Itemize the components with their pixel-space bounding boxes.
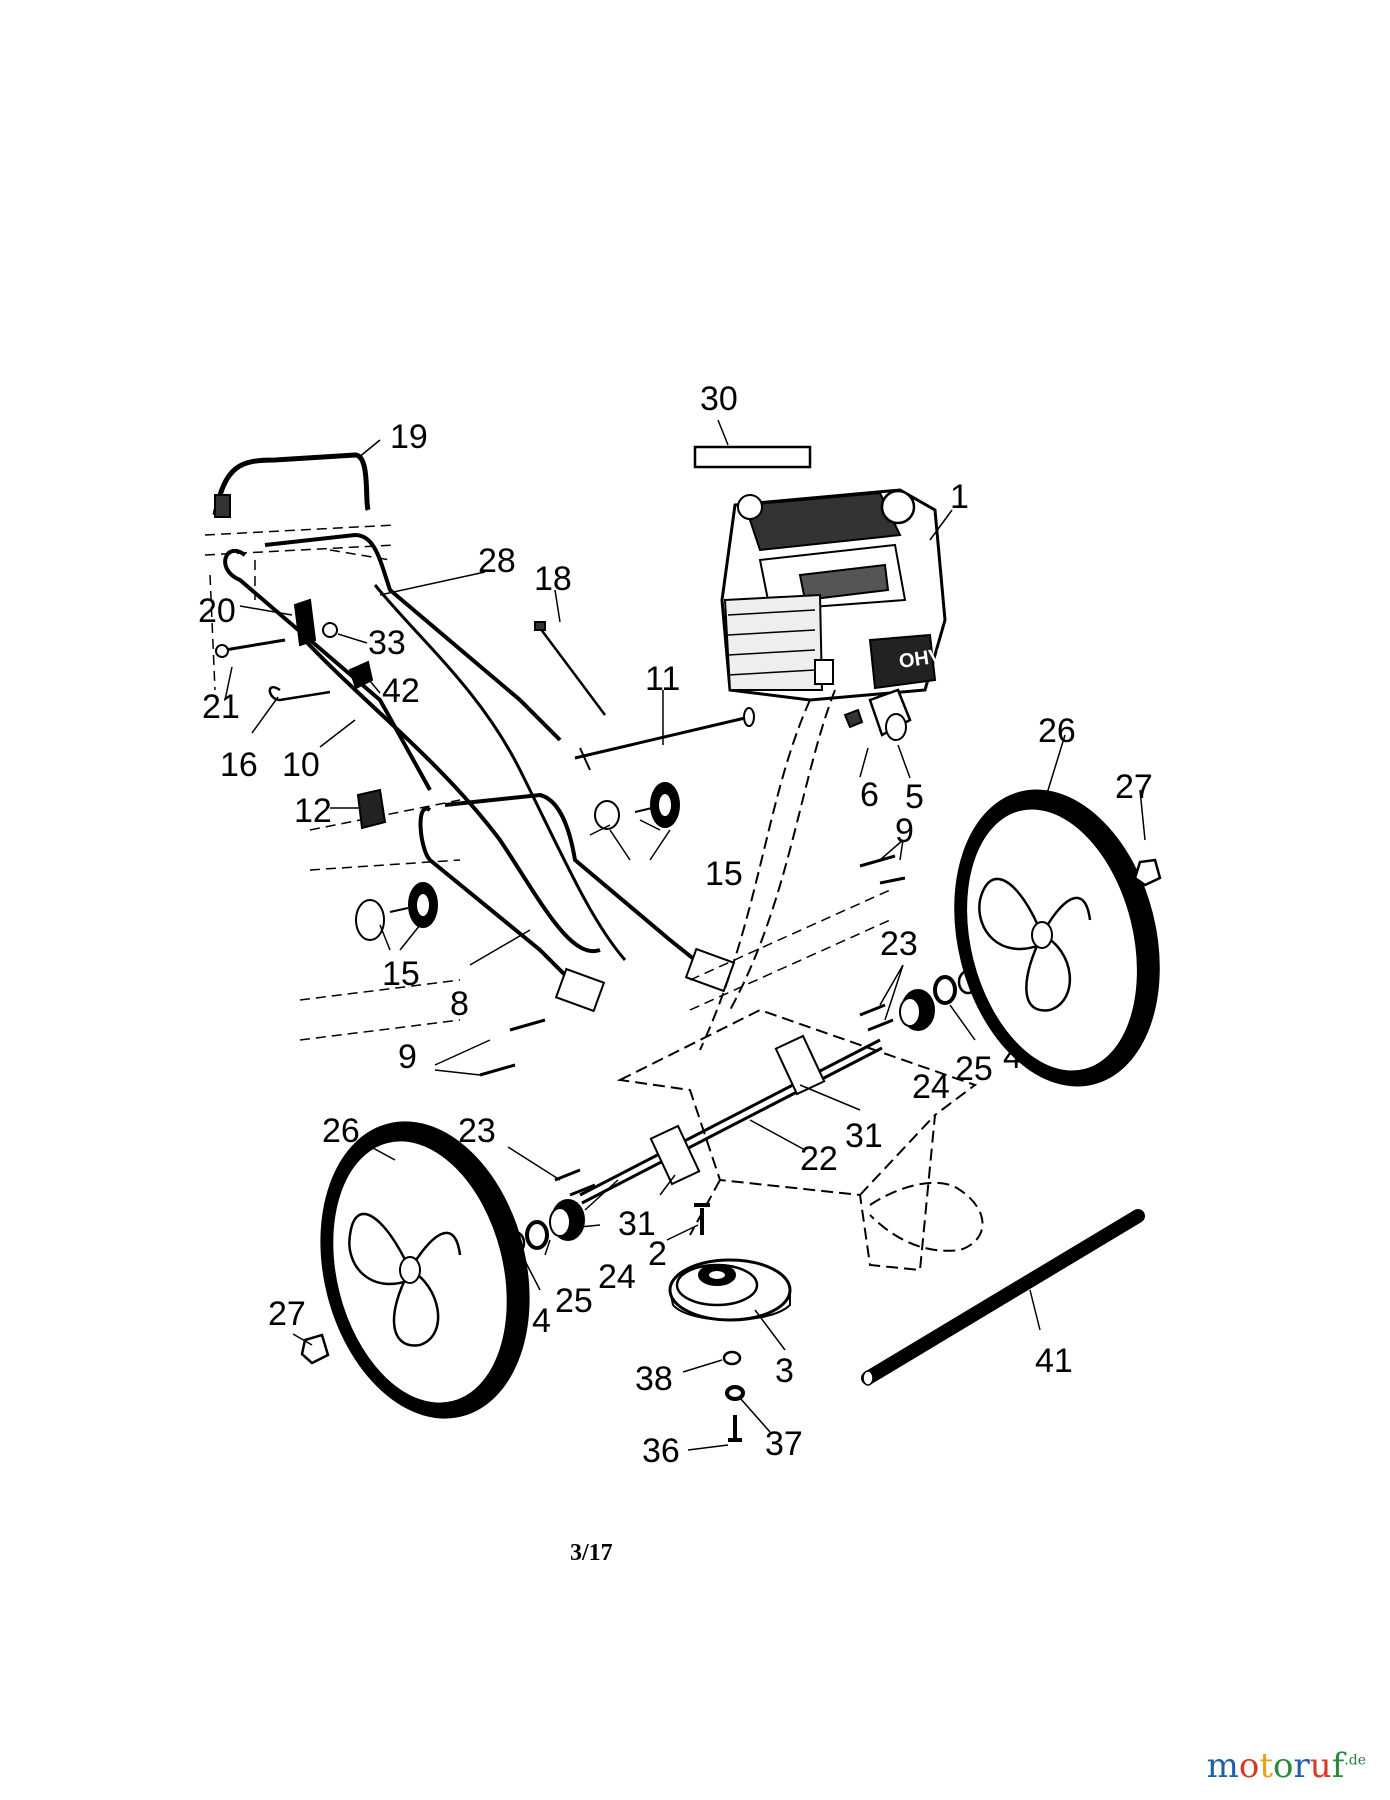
handle-grip-bar xyxy=(861,1209,1145,1385)
callout-4-right: 4 xyxy=(1003,1038,1022,1076)
callout-9-upper: 9 xyxy=(895,812,914,850)
callout-15-upper: 15 xyxy=(705,855,743,893)
callout-5: 5 xyxy=(905,778,924,816)
watermark-logo: motoruf.de xyxy=(1207,1746,1366,1786)
callout-3: 3 xyxy=(775,1352,794,1390)
watermark-letter: f xyxy=(1331,1746,1345,1786)
callout-20: 20 xyxy=(198,592,236,630)
callout-25-right: 25 xyxy=(955,1050,993,1088)
muffler xyxy=(843,688,912,741)
wheel-axle xyxy=(579,1038,883,1205)
lower-handle xyxy=(418,792,722,1002)
left-wheel xyxy=(320,1121,530,1419)
callout-38: 38 xyxy=(635,1360,673,1398)
axle-bracket-left xyxy=(649,1124,701,1186)
pulley xyxy=(668,1258,792,1322)
callout-27-right: 27 xyxy=(1115,768,1153,806)
callout-23-right: 23 xyxy=(880,925,918,963)
handle-bolt-21 xyxy=(224,638,286,652)
callout-22: 22 xyxy=(800,1140,838,1178)
callout-26-left: 26 xyxy=(322,1112,360,1150)
callout-30: 30 xyxy=(700,380,738,418)
callout-4-left: 4 xyxy=(532,1302,551,1340)
callout-41: 41 xyxy=(1035,1342,1073,1380)
handle-bolt xyxy=(574,716,746,760)
callout-23-left: 23 xyxy=(458,1112,496,1150)
callout-16: 16 xyxy=(220,746,258,784)
callout-11: 11 xyxy=(645,660,680,698)
screw-9-upper xyxy=(859,854,906,885)
callout-42: 42 xyxy=(382,672,420,710)
callout-numbers: 30 1 19 28 18 20 33 21 42 11 16 10 6 5 2… xyxy=(198,380,1153,1470)
callout-9-lower: 9 xyxy=(398,1038,417,1076)
cable-tie xyxy=(538,627,607,716)
callout-27-left: 27 xyxy=(268,1295,306,1333)
leader-lines xyxy=(224,419,1146,1451)
callout-1: 1 xyxy=(950,478,969,516)
discharge-chute xyxy=(699,689,836,1051)
handle-knob-lower xyxy=(355,882,438,941)
watermark-tld: .de xyxy=(1344,1752,1366,1769)
decal-strip xyxy=(693,445,812,469)
left-wheel-nut xyxy=(300,1333,330,1365)
callout-24-right: 24 xyxy=(912,1068,950,1106)
callout-36: 36 xyxy=(642,1432,680,1470)
cable-guide xyxy=(356,788,387,830)
callout-21: 21 xyxy=(202,688,240,726)
watermark-letter: u xyxy=(1309,1746,1332,1786)
callout-24-left: 24 xyxy=(598,1258,636,1296)
callout-15-lower: 15 xyxy=(382,955,420,993)
callout-18: 18 xyxy=(534,560,572,598)
right-wheel-spacers xyxy=(899,969,979,1031)
callout-12: 12 xyxy=(294,792,332,830)
callout-26-right: 26 xyxy=(1038,712,1076,750)
callout-10: 10 xyxy=(282,746,320,784)
upper-handle xyxy=(223,532,562,791)
engine xyxy=(720,488,947,702)
cable-clip xyxy=(293,598,317,647)
page-number: 3/17 xyxy=(570,1540,613,1566)
washer-38 xyxy=(722,1350,742,1366)
screw-9-lower xyxy=(479,1018,546,1077)
axle-bracket-right xyxy=(774,1034,826,1096)
callout-31-left: 31 xyxy=(618,1205,656,1243)
callout-28: 28 xyxy=(478,542,516,580)
callout-25-left: 25 xyxy=(555,1282,593,1320)
watermark-letter: o xyxy=(1273,1746,1294,1786)
callout-8: 8 xyxy=(450,985,469,1023)
watermark-letter: r xyxy=(1293,1746,1310,1786)
watermark-letter: o xyxy=(1238,1746,1260,1786)
callout-33: 33 xyxy=(368,624,406,662)
engine-label: OHV xyxy=(898,645,945,673)
lock-washer-37 xyxy=(725,1385,745,1401)
locknut-42 xyxy=(348,660,374,690)
callout-19: 19 xyxy=(390,418,428,456)
callout-2: 2 xyxy=(648,1235,667,1273)
pulley-screw xyxy=(728,1415,742,1442)
control-bail xyxy=(212,452,371,516)
callout-31-right: 31 xyxy=(845,1117,883,1155)
right-wheel-nut xyxy=(1133,858,1162,887)
eye-bolt xyxy=(268,686,331,702)
watermark-letter: m xyxy=(1206,1746,1239,1786)
watermark-letter: t xyxy=(1259,1746,1274,1786)
handle-knob-upper xyxy=(594,782,680,830)
callout-6: 6 xyxy=(860,776,879,814)
callout-37: 37 xyxy=(765,1425,803,1463)
right-wheel xyxy=(954,789,1160,1087)
throttle-cable xyxy=(373,584,627,961)
